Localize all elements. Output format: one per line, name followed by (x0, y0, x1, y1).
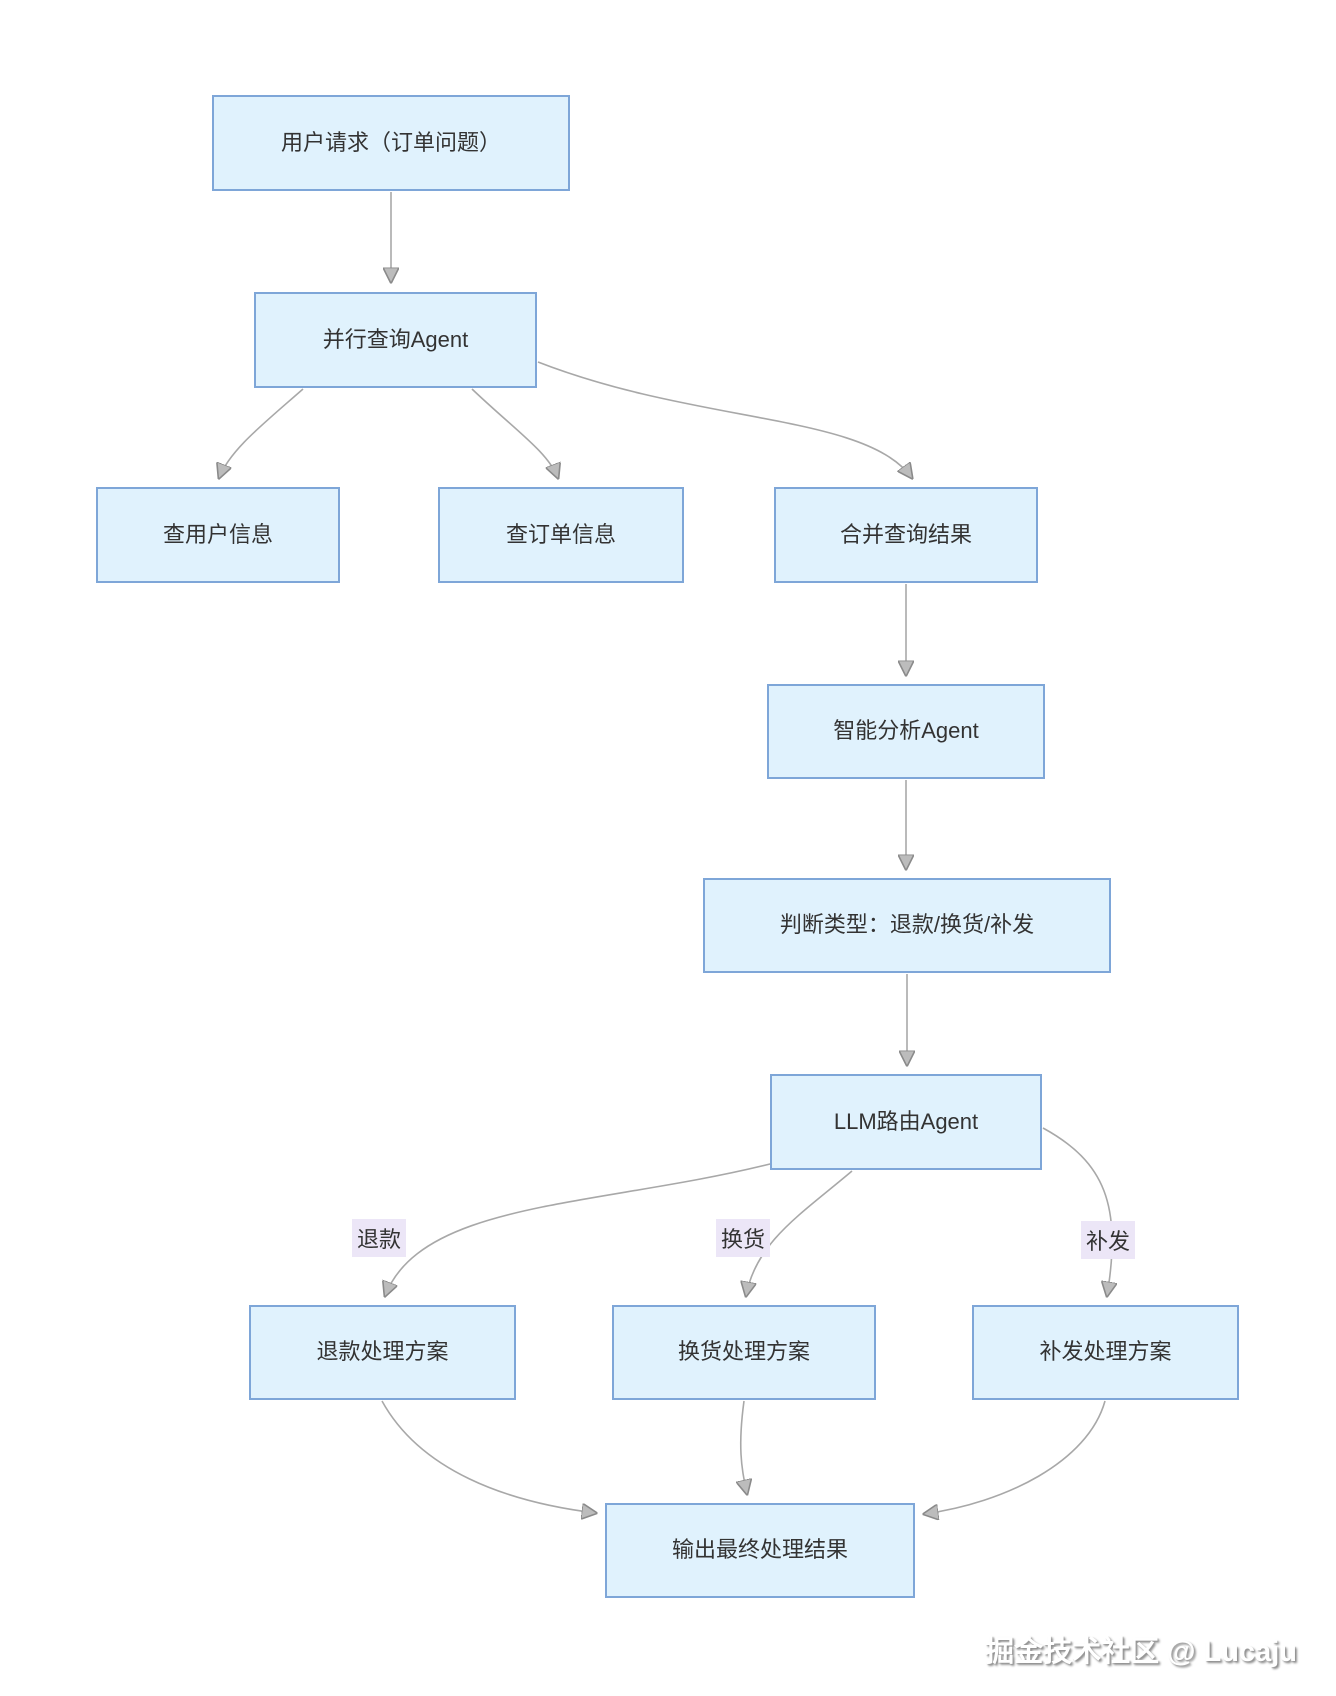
node-llm-router-agent: LLM路由Agent (770, 1074, 1042, 1170)
edge-router-to-exchange (746, 1170, 853, 1296)
node-judge-type: 判断类型：退款/换货/补发 (703, 878, 1111, 973)
node-query-user-info: 查用户信息 (96, 487, 340, 583)
node-reship-plan: 补发处理方案 (972, 1305, 1239, 1400)
node-user-request: 用户请求（订单问题） (212, 95, 570, 191)
edge-reship-to-output (924, 1400, 1106, 1514)
node-query-order-info: 查订单信息 (438, 487, 684, 583)
node-final-output: 输出最终处理结果 (605, 1503, 915, 1598)
node-exchange-plan: 换货处理方案 (612, 1305, 876, 1400)
edge-parallel-to-orderinfo (471, 388, 558, 478)
watermark: 掘金技术社区 @ Lucaju (985, 1636, 1297, 1668)
edge-router-to-reship (1042, 1127, 1112, 1296)
edge-router-to-refund (385, 1162, 775, 1296)
edge-label-exchange: 换货 (715, 1219, 771, 1257)
node-parallel-query-agent: 并行查询Agent (254, 292, 537, 388)
edge-exchange-to-output (741, 1400, 747, 1494)
edge-label-reship: 补发 (1080, 1221, 1136, 1259)
edge-label-refund: 退款 (351, 1219, 407, 1257)
edge-parallel-to-userinfo (219, 388, 304, 478)
edge-refund-to-output (381, 1400, 596, 1513)
node-merge-results: 合并查询结果 (774, 487, 1038, 583)
edge-parallel-to-merge (537, 361, 912, 478)
node-refund-plan: 退款处理方案 (249, 1305, 516, 1400)
node-analysis-agent: 智能分析Agent (767, 684, 1045, 779)
